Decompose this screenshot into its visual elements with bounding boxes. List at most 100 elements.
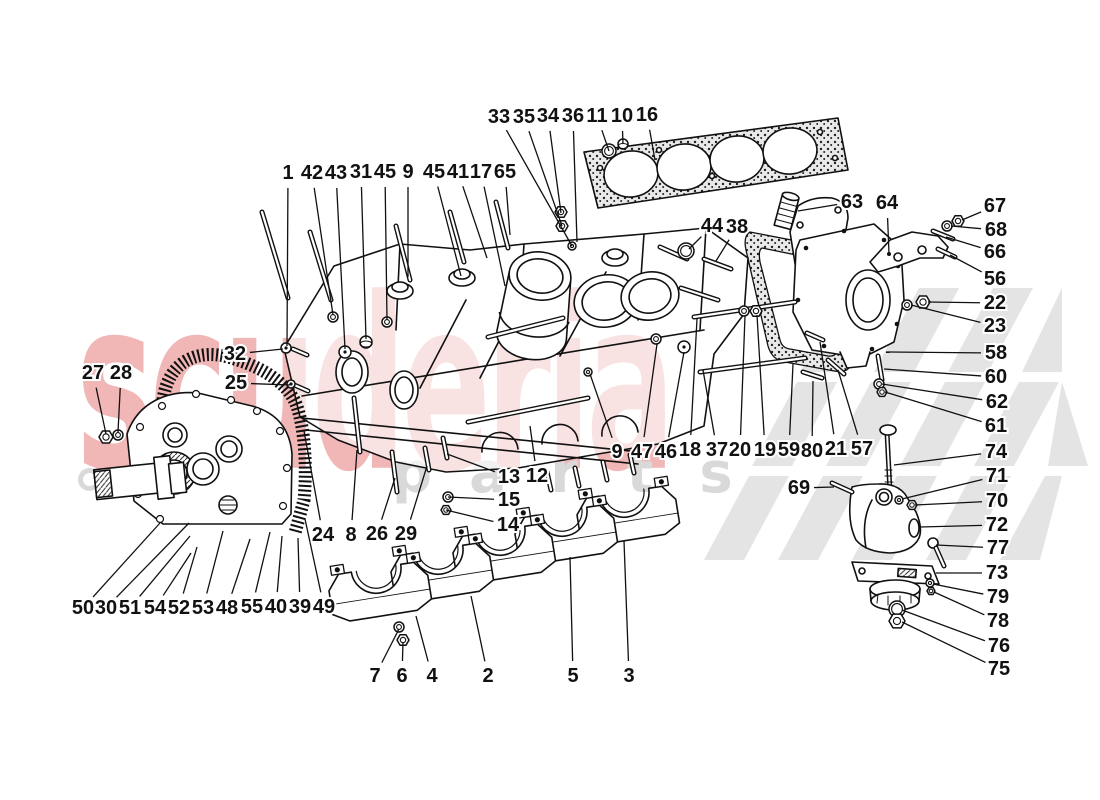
leader-line-74	[893, 453, 982, 466]
washer-hole	[115, 432, 121, 438]
leader-line-72	[919, 524, 983, 528]
part-label-58: 58	[985, 342, 1007, 364]
nut	[98, 430, 114, 444]
stud-bolt-highlight	[466, 396, 590, 424]
stud-bolt-highlight	[352, 396, 362, 454]
leader-line-29	[409, 465, 428, 520]
leader-line-32	[249, 348, 284, 354]
stud-bolt-highlight	[308, 230, 333, 302]
leader-line-1	[286, 187, 289, 347]
leader-line-43	[336, 187, 346, 350]
leader-line-45	[384, 186, 388, 321]
leader-line-12	[529, 425, 536, 462]
bearing-cap	[324, 550, 434, 625]
watermark-stripe	[948, 288, 1033, 372]
washer-hole	[891, 603, 903, 615]
part-label-32: 32	[224, 343, 246, 365]
leader-lines	[92, 129, 986, 664]
shaft-snout	[92, 454, 188, 501]
part-label-75: 75	[988, 658, 1010, 680]
leader-line-71	[901, 478, 983, 500]
washer-hole	[944, 223, 950, 229]
nut	[749, 305, 763, 317]
part-label-53: 53	[192, 597, 214, 619]
part-label-51: 51	[119, 597, 141, 619]
leader-line-17	[483, 186, 506, 287]
nut	[915, 295, 931, 309]
nut-hole	[879, 389, 885, 395]
stud-bolt-highlight	[545, 470, 553, 492]
leader-line-26	[380, 477, 396, 520]
leader-line-19	[756, 314, 765, 436]
washer-hole	[585, 369, 591, 375]
stud-bolt-highlight	[805, 331, 825, 342]
stud-bolt-highlight	[573, 466, 581, 488]
part-label-47: 47	[631, 441, 653, 463]
stud-bolt-highlight	[441, 436, 449, 460]
leader-line-58	[885, 351, 982, 354]
part-label-26: 26	[366, 523, 388, 545]
part-label-71: 71	[986, 465, 1008, 487]
part-label-8: 8	[345, 524, 356, 546]
dome-base	[359, 340, 373, 348]
part-label-68: 68	[985, 219, 1007, 241]
part-label-40: 40	[265, 596, 287, 618]
part-label-14: 14	[497, 514, 520, 536]
engine-crankcase-artwork	[92, 117, 965, 646]
part-label-69: 69	[788, 477, 810, 499]
front-cover	[126, 389, 293, 525]
part-label-9: 9	[402, 161, 413, 183]
leader-line-62	[881, 383, 983, 401]
part-label-34: 34	[537, 105, 560, 127]
stud-bolt-highlight	[628, 453, 636, 475]
stud-bolt-highlight	[830, 481, 854, 494]
part-label-80: 80	[801, 440, 823, 462]
washer-hole	[330, 314, 336, 320]
part-label-52: 52	[168, 597, 190, 619]
leader-line-57	[837, 369, 859, 435]
part-label-66: 66	[984, 241, 1006, 263]
part-label-25: 25	[225, 372, 247, 394]
leader-line-9	[589, 373, 613, 439]
stud-bolt-highlight	[260, 210, 290, 300]
part-label-62: 62	[986, 391, 1008, 413]
part-label-10: 10	[611, 105, 633, 127]
leader-line-56	[949, 254, 983, 273]
part-label-55: 55	[241, 596, 263, 618]
part-label-64: 64	[876, 192, 899, 214]
leader-line-44	[688, 236, 702, 250]
part-label-76: 76	[988, 635, 1010, 657]
leader-line-4	[415, 615, 429, 662]
bolt-head-mark	[284, 346, 288, 350]
part-label-43: 43	[325, 162, 347, 184]
leader-line-63	[797, 203, 838, 212]
nut-hole	[954, 217, 962, 225]
watermark-stripe	[1022, 288, 1062, 372]
leader-line-60	[883, 368, 982, 377]
watermark-letter-s: s	[699, 441, 733, 506]
leader-line-39	[297, 537, 301, 593]
watermark-stripe	[874, 288, 959, 372]
leader-line-24	[303, 430, 321, 521]
leader-line-77	[935, 544, 984, 548]
nut	[396, 634, 410, 646]
stud-bolt-highlight	[494, 200, 510, 250]
part-label-46: 46	[655, 441, 677, 463]
leader-line-53	[206, 530, 224, 594]
washer-hole	[896, 497, 902, 503]
leader-line-15	[447, 496, 495, 500]
watermark-stripe	[926, 476, 1011, 560]
leader-line-70	[914, 501, 983, 506]
part-label-41: 41	[447, 161, 469, 183]
leader-line-55	[254, 531, 271, 593]
nut	[888, 613, 906, 629]
part-label-12: 12	[526, 465, 548, 487]
stud-bolt-highlight	[486, 316, 565, 339]
washer-hole	[741, 308, 747, 314]
leader-line-37	[702, 369, 716, 436]
timing-chain-gasket	[156, 348, 312, 535]
part-label-1: 1	[282, 162, 293, 184]
part-label-77: 77	[987, 537, 1009, 559]
